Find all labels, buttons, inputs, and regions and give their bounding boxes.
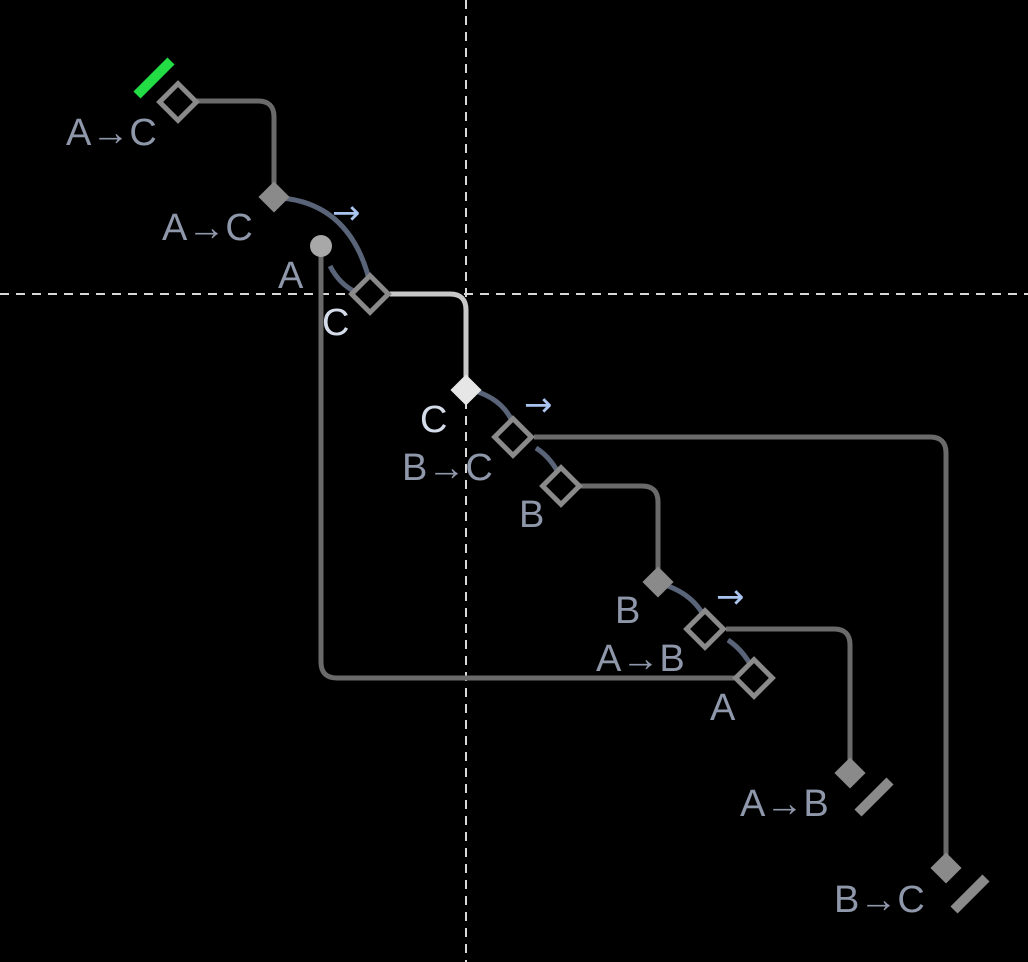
label-end-bc: B→C [834, 879, 925, 921]
label-split3-out: A [710, 687, 736, 729]
splitter-2-out[interactable] [539, 464, 583, 508]
start-mirror[interactable] [156, 80, 200, 124]
arc-1b [327, 264, 358, 295]
splitter-2-mirror[interactable] [491, 415, 535, 459]
arrow-3: → [716, 577, 745, 617]
wire-mirror3-to-ab[interactable] [726, 626, 853, 773]
wire-mirror2-to-bc[interactable] [534, 434, 949, 868]
wire-split2-to-split3[interactable] [580, 483, 661, 582]
detector-ab-node[interactable] [834, 757, 866, 789]
arrow-1: → [332, 193, 361, 233]
arc-1 [281, 195, 375, 293]
wire-a-loop[interactable] [318, 246, 742, 681]
label-split3: B [615, 590, 640, 632]
detector-bc-node[interactable] [930, 852, 962, 884]
splitter-1-out[interactable] [348, 272, 392, 316]
label-split2-mirror: B→C [402, 447, 493, 489]
splitter-3-node[interactable] [642, 566, 674, 598]
splitter-3-out[interactable] [732, 656, 776, 700]
detector-ab-bar[interactable] [854, 777, 894, 817]
arrow-2: → [524, 385, 553, 425]
label-split2: C [420, 399, 447, 441]
label-end-ab: A→B [740, 783, 829, 825]
label-start: A→C [66, 112, 157, 154]
source-emitter[interactable] [133, 57, 175, 99]
input-a-node[interactable] [310, 235, 332, 257]
label-split1-in: A [278, 255, 304, 297]
detector-bc-bar[interactable] [950, 874, 990, 914]
wire-start-to-split1[interactable] [192, 98, 277, 197]
label-split2-out: B [519, 494, 544, 536]
label-split1: A→C [162, 207, 253, 249]
splitter-1-node[interactable] [258, 181, 290, 213]
wire-split1-to-split2[interactable] [390, 291, 469, 390]
splitter-3-mirror[interactable] [683, 607, 727, 651]
splitter-2-node[interactable] [450, 374, 482, 406]
label-split1-out: C [322, 302, 349, 344]
label-split3-mirror: A→B [596, 638, 685, 680]
